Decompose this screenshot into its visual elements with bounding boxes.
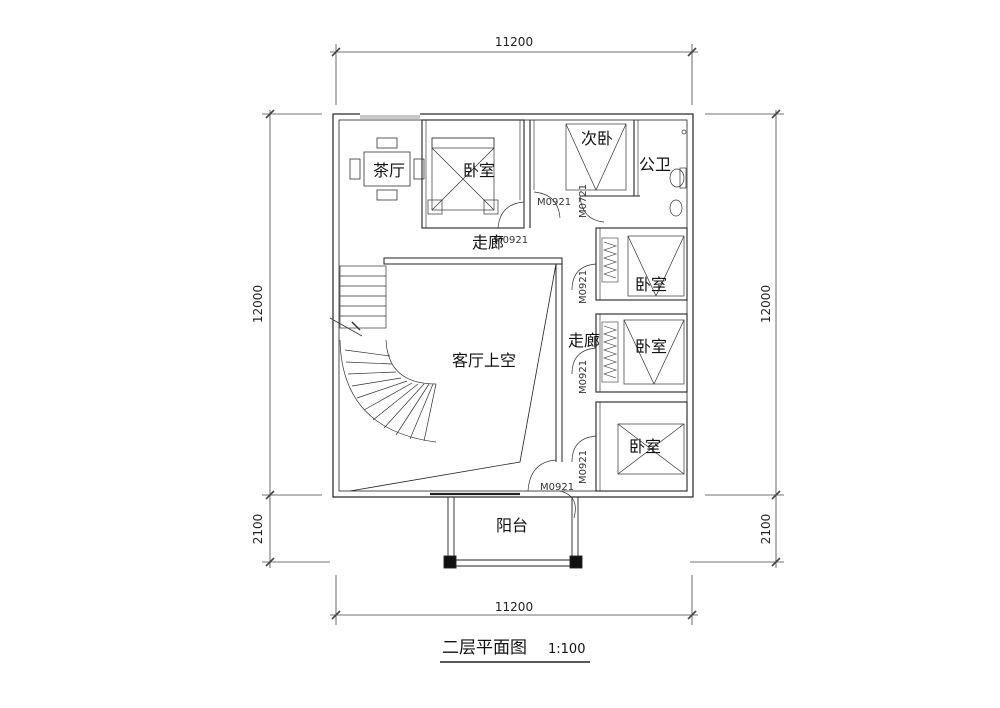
room-label-bedroom-r1: 卧室 [635, 275, 667, 294]
room-label-public-bath: 公卫 [639, 155, 671, 174]
room-label-living-void: 客厅上空 [452, 351, 516, 370]
balcony-outline [430, 492, 583, 569]
bed-icon [627, 235, 685, 297]
toilet-icon [669, 129, 687, 217]
wardrobe-icon [601, 237, 619, 283]
dim-right-balcony: 2100 [759, 514, 773, 545]
dimension-lines [262, 44, 784, 625]
door-label-m0921-2: M0921 [494, 235, 528, 246]
plan-title: 二层平面图 [442, 638, 527, 658]
living-void-outline [349, 257, 563, 492]
room-label-corridor-right: 走廊 [568, 331, 600, 350]
door-swings [497, 191, 605, 519]
door-label-m0921-6: M0921 [540, 482, 574, 493]
room-label-bedroom-top: 卧室 [463, 161, 495, 180]
bed-icon [617, 423, 685, 475]
bed-icon [565, 123, 627, 191]
interior-walls [421, 119, 688, 492]
staircase [329, 265, 437, 443]
door-label-m0921-5: M0921 [578, 450, 589, 484]
bed-icon [427, 137, 499, 215]
dim-left-balcony: 2100 [251, 514, 265, 545]
door-label-m0721: M0721 [578, 184, 589, 218]
room-label-tea-room: 茶厅 [373, 161, 405, 180]
dim-right-main: 12000 [759, 285, 773, 323]
door-label-m0921-4: M0921 [578, 360, 589, 394]
dim-top-width: 11200 [495, 35, 533, 49]
door-label-m0921-3: M0921 [578, 270, 589, 304]
door-label-m0921-1: M0921 [537, 197, 571, 208]
room-label-corridor-top: 走廊 [472, 233, 504, 252]
bed-icon [623, 319, 685, 385]
wardrobe-icon [601, 321, 619, 383]
dim-bottom-width: 11200 [495, 600, 533, 614]
room-label-balcony: 阳台 [496, 516, 528, 535]
room-label-bedroom-r3: 卧室 [629, 437, 661, 456]
plan-scale: 1:100 [548, 642, 585, 657]
room-label-bedroom-r2: 卧室 [635, 337, 667, 356]
room-label-second-bedroom: 次卧 [581, 129, 613, 148]
tea-table-icon [349, 137, 425, 201]
dim-left-main: 12000 [251, 285, 265, 323]
